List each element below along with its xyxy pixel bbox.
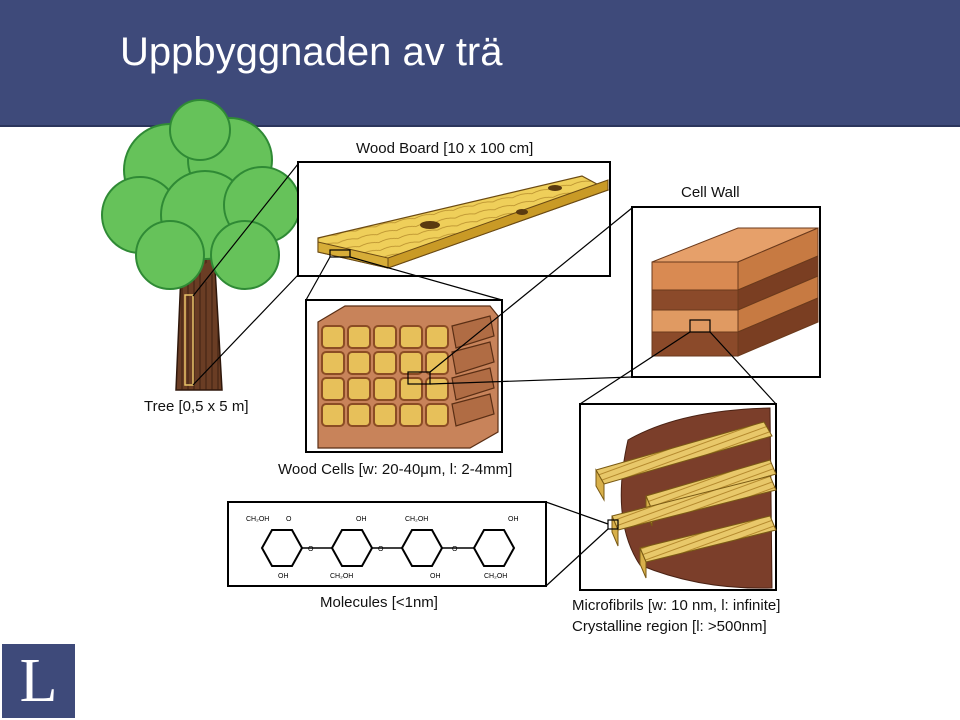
board-sample-marker [329,249,351,258]
connector-cells-wall-bottom [429,376,633,385]
molecule-ch2oh-3: CH₂OH [405,516,428,523]
wood-cells-label: Wood Cells [w: 20-40μm, l: 2-4mm] [278,461,513,478]
tree-sample-marker [184,294,194,386]
wood-board-label: Wood Board [10 x 100 cm] [356,140,534,157]
slide-title: Uppbyggnaden av trä [120,30,503,74]
crystalline-region-label: Crystalline region [l: >500nm] [572,618,767,635]
molecule-ch2oh-2: CH₂OH [330,573,353,580]
connector-fibril-molecules-bottom [545,528,609,587]
molecule-ch2oh-1: CH₂OH [246,516,269,523]
molecule-oh-3: OH [430,573,441,580]
cell-wall-illustration [651,227,819,357]
molecule-o-1: O [286,516,292,523]
tree-label: Tree [0,5 x 5 m] [144,398,249,415]
connector-wall-fibril-left [579,331,691,405]
logo-letter: L [19,647,58,715]
molecule-oh-4: OH [508,516,519,523]
molecules-label: Molecules [<1nm] [320,594,438,611]
cells-sample-marker [407,371,431,385]
wall-sample-marker [689,319,711,333]
wood-board-illustration [317,175,610,269]
wood-cells-illustration [317,305,499,449]
connector-tree-board-top [192,163,299,297]
microfibrils-label: Microfibrils [w: 10 nm, l: infinite] [572,597,781,614]
connector-cells-wall-top [429,207,633,373]
connector-board-cells-right [349,256,503,301]
zoom-connectors [192,163,777,587]
molecule-annotations: CH₂OH O OH OH CH₂OH CH₂OH OH OH CH₂OH O … [246,516,519,580]
tree-foliage [101,99,301,290]
molecule-ch2oh-4: CH₂OH [484,573,507,580]
university-logo: L [2,644,75,718]
molecule-o-link-2: O [378,546,384,553]
connector-fibril-molecules-top [545,501,609,525]
molecules-frame [227,501,547,587]
cell-wall-label: Cell Wall [681,184,740,201]
connector-board-cells-left [305,256,331,301]
microfibrils-illustration [595,407,777,589]
molecules-illustration [260,529,516,567]
molecule-o-link-1: O [308,546,314,553]
molecule-o-link-3: O [452,546,458,553]
connector-wall-fibril-right [709,331,777,405]
tree-illustration [101,99,301,391]
title-bar-divider [0,125,960,127]
molecule-oh-1: OH [278,573,289,580]
molecule-oh-2: OH [356,516,367,523]
title-bar: Uppbyggnaden av trä [0,0,960,127]
connector-tree-board-bottom [192,274,299,386]
fibril-sample-marker [607,519,619,530]
